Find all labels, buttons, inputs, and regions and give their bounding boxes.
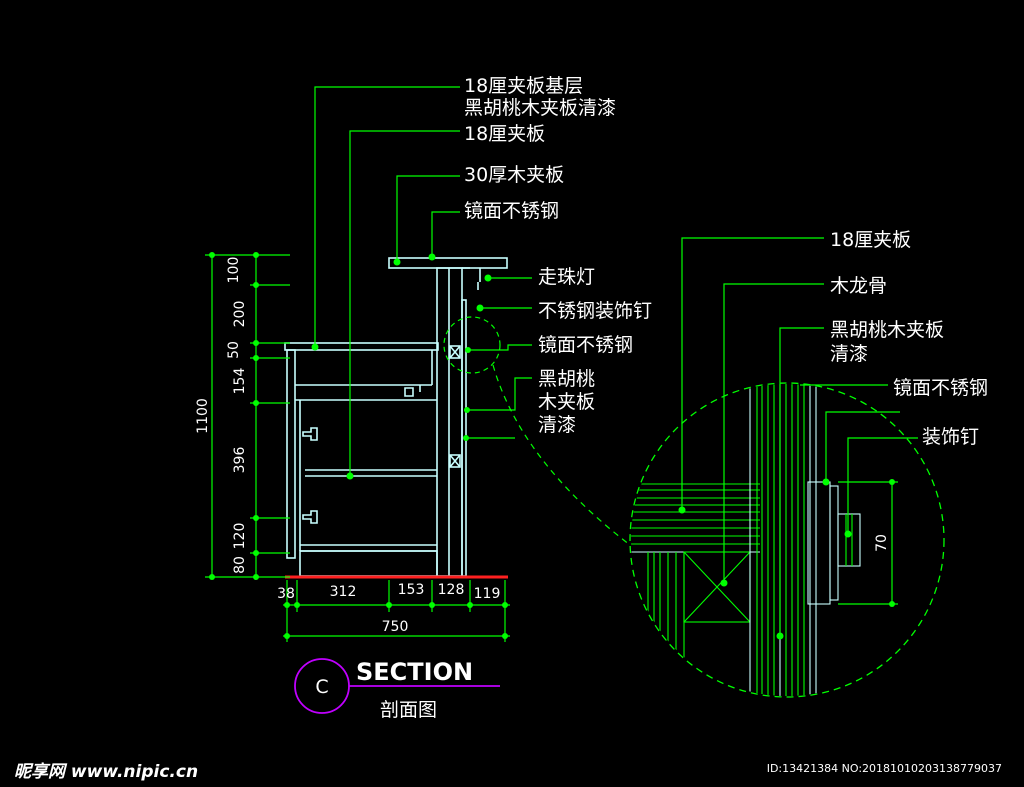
detail-callout-wood-keel: 木龙骨 <box>830 275 887 297</box>
callout-walnut-line1: 黑胡桃 <box>538 368 595 390</box>
vertical-dimension-ticks <box>209 252 259 580</box>
detail-callout-walnut-line2: 清漆 <box>830 343 868 365</box>
detail-enlargement: 18厘夹板 木龙骨 黑胡桃木夹板 清漆 镜面不锈钢 装饰钉 70 <box>629 229 988 698</box>
callout-ss-deco-nail: 不锈钢装饰钉 <box>538 300 652 322</box>
callout-bead-lamp: 走珠灯 <box>538 266 595 288</box>
dim-v-50: 50 <box>226 341 242 359</box>
vertical-dimension-lines <box>205 254 290 578</box>
dim-v-396: 396 <box>232 447 248 474</box>
callout-ply18: 18厘夹板 <box>464 123 545 145</box>
dim-total-height: 1100 <box>195 398 211 434</box>
callout-ply18-base: 18厘夹板基层 <box>464 75 583 97</box>
callout-walnut-line3: 清漆 <box>538 414 576 436</box>
detail-callout-walnut-line1: 黑胡桃木夹板 <box>830 319 944 341</box>
dim-h-312: 312 <box>330 584 357 600</box>
callout-mirror-ss-side: 镜面不锈钢 <box>538 334 633 356</box>
dim-v-100: 100 <box>226 257 242 284</box>
dim-h-119: 119 <box>474 586 501 602</box>
horizontal-dimension-ticks <box>284 602 508 639</box>
detail-callout-ply18: 18厘夹板 <box>830 229 911 251</box>
watermark: 昵享网 www.nipic.cn ID:13421384 NO:20181010… <box>14 762 1002 782</box>
section-tag: C SECTION 剖面图 <box>294 658 500 721</box>
watermark-logo: 昵享网 www.nipic.cn <box>14 762 198 782</box>
callout-walnut-clear: 黑胡桃木夹板清漆 <box>464 97 616 119</box>
callout-mirror-ss-top: 镜面不锈钢 <box>464 200 559 222</box>
detail-callout-mirror-ss: 镜面不锈钢 <box>893 377 988 399</box>
dim-v-80: 80 <box>232 556 248 574</box>
section-letter: C <box>315 676 328 698</box>
dim-h-128: 128 <box>438 582 465 598</box>
dim-h-153: 153 <box>398 582 425 598</box>
detail-dim-70: 70 <box>874 534 890 552</box>
watermark-id: ID:13421384 NO:20181010203138779037 <box>767 762 1002 775</box>
callout-walnut-line2: 木夹板 <box>538 391 595 413</box>
dim-h-38: 38 <box>277 586 295 602</box>
cabinet-section <box>284 257 508 577</box>
section-subtitle: 剖面图 <box>380 699 437 721</box>
dim-h-750: 750 <box>382 619 409 635</box>
leader-lines <box>314 86 631 546</box>
callout-wood30: 30厚木夹板 <box>464 164 564 186</box>
leader-dots <box>311 253 492 480</box>
dim-v-120: 120 <box>232 523 248 550</box>
dim-v-154: 154 <box>232 368 248 395</box>
detail-callout-deco-nail: 装饰钉 <box>922 426 979 448</box>
section-title: SECTION <box>356 658 473 686</box>
dim-v-200: 200 <box>232 301 248 328</box>
